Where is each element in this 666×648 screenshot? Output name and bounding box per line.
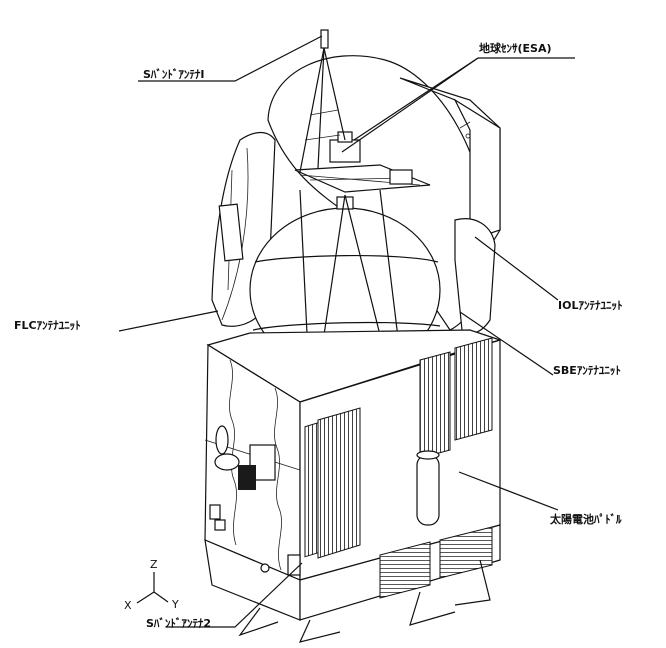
s-band-antenna-1-mast bbox=[299, 29, 346, 173]
label-earth-sensor: 地球ｾﾝｻ(ESA) bbox=[479, 41, 552, 55]
main-bus-body bbox=[204, 329, 503, 643]
axis-y-label: Y bbox=[171, 598, 179, 611]
label-sbe-antenna-unit: SBEｱﾝﾃﾅﾕﾆｯﾄ bbox=[553, 364, 621, 377]
label-s-band-antenna-2: Sﾊﾞﾝﾄﾞｱﾝﾃﾅ2 bbox=[146, 616, 211, 630]
label-s-band-antenna-1: SﾊﾞﾝﾄﾞｱﾝﾃﾅI bbox=[143, 67, 205, 81]
axis-triad: Z X Y bbox=[124, 558, 179, 612]
earth-sensor-platform bbox=[294, 131, 431, 193]
label-iol-antenna-unit: IOLｱﾝﾃﾅﾕﾆｯﾄ bbox=[558, 299, 622, 312]
label-flc-antenna-unit: FLCｱﾝﾃﾅﾕﾆｯﾄ bbox=[14, 319, 81, 332]
leader-lines bbox=[118, 35, 575, 628]
sbe-antenna-unit bbox=[454, 218, 496, 334]
axis-x-label: X bbox=[124, 599, 132, 612]
axis-z-label: Z bbox=[150, 558, 158, 571]
label-solar-paddle: 太陽電池ﾊﾟﾄﾞﾙ bbox=[549, 512, 622, 526]
